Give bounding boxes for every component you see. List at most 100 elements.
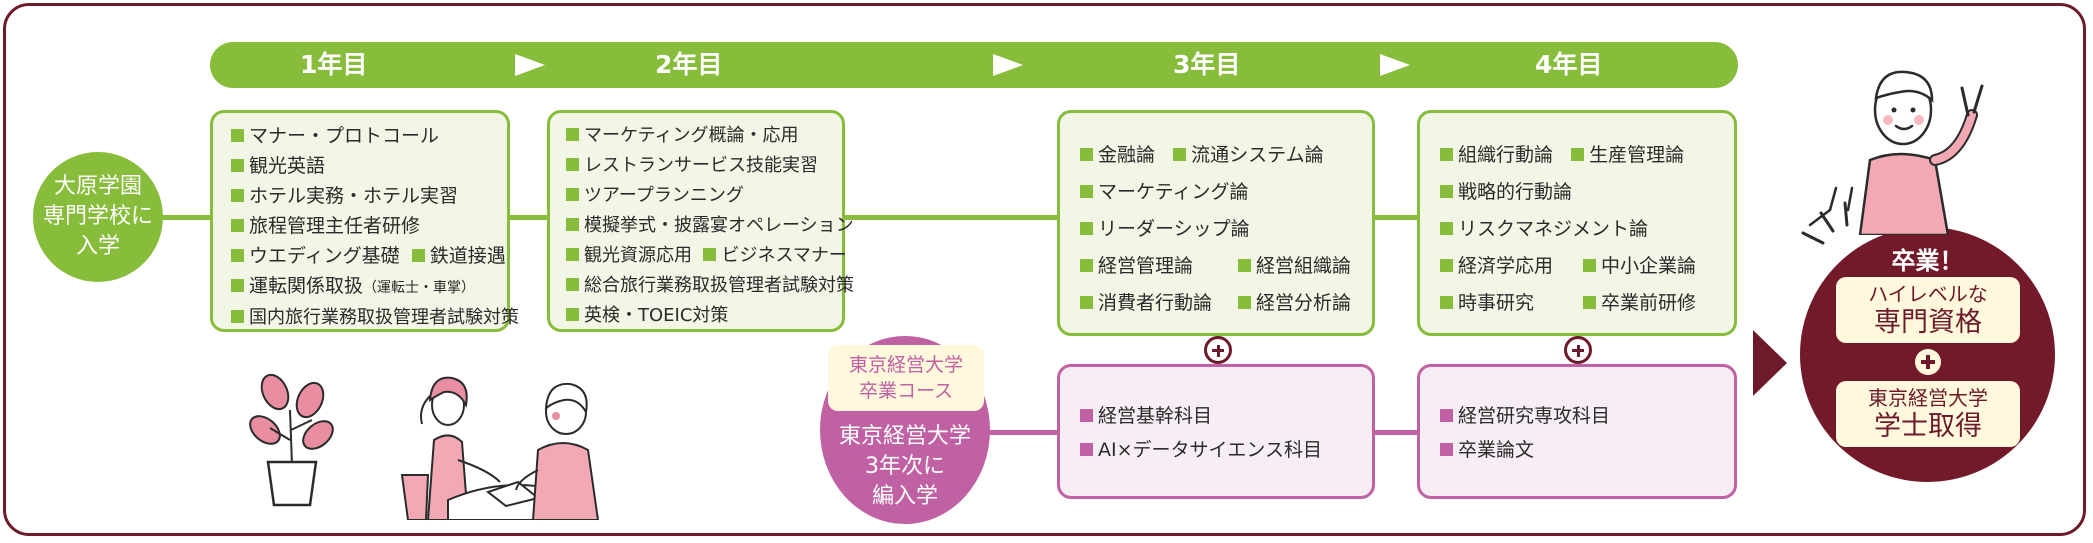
bullet-square-icon	[231, 159, 244, 172]
bullet-square-icon	[1080, 259, 1093, 272]
degree-line-2: 学士取得	[1874, 411, 1982, 442]
bullet-square-icon	[1440, 443, 1453, 456]
list-item: 総合旅行業務取扱管理者試験対策	[566, 271, 854, 301]
bullet-square-icon	[1571, 148, 1585, 161]
arrow-right-icon	[1380, 54, 1410, 76]
students-illustration	[400, 376, 600, 520]
list-item: 時事研究	[1440, 285, 1553, 322]
bullet-square-icon	[231, 219, 244, 232]
list-item: 旅程管理主任者研修	[231, 211, 519, 241]
bullet-square-icon	[1238, 296, 1251, 309]
bullet-square-icon	[231, 279, 244, 292]
list-item: 経済学応用	[1440, 248, 1553, 285]
bullet-square-icon	[1080, 185, 1093, 198]
list-item: 消費者行動論	[1080, 285, 1212, 322]
bullet-square-icon	[231, 310, 244, 323]
graduation-title: 卒業！	[1891, 247, 1964, 275]
bullet-square-icon	[1583, 259, 1596, 272]
list-item: 卒業論文	[1440, 433, 1610, 467]
bullet-square-icon	[566, 308, 579, 321]
transfer-line-3: 編入学	[871, 484, 938, 509]
list-item: リーダーシップ論	[1080, 211, 1324, 248]
bullet-square-icon	[1173, 148, 1187, 161]
bullet-square-icon	[1440, 259, 1453, 272]
bullet-square-icon	[1080, 409, 1093, 422]
list-item: 卒業前研修	[1583, 285, 1696, 322]
list-item: 観光資源応用 ビジネスマナー	[566, 241, 854, 271]
year-4-label: 4年目	[1535, 50, 1603, 79]
degree-line-1: 東京経営大学	[1868, 386, 1988, 410]
list-item: AI×データサイエンス科目	[1080, 433, 1322, 467]
bullet-square-icon	[1080, 148, 1093, 161]
list-item: 模擬挙式・披露宴オペレーション	[566, 211, 854, 241]
list-item: 組織行動論 生産管理論	[1440, 137, 1684, 174]
bullet-square-icon	[566, 218, 579, 231]
plus-icon	[1915, 349, 1941, 375]
list-item: 英検・TOEIC対策	[566, 301, 854, 331]
list-item: ウエディング基礎 鉄道接遇	[231, 241, 519, 271]
transfer-line-2: 3年次に	[865, 454, 945, 479]
year-3-label: 3年目	[1173, 50, 1241, 79]
entry-line-3: 入学	[75, 234, 120, 259]
list-item: 中小企業論	[1583, 248, 1696, 285]
bullet-square-icon	[566, 188, 579, 201]
list-item: リスクマネジメント論	[1440, 211, 1684, 248]
course-badge: 東京経営大学 卒業コース	[828, 345, 984, 411]
year-1-label: 1年目	[300, 50, 368, 79]
arrow-right-icon	[1753, 330, 1787, 396]
bullet-square-icon	[1440, 148, 1453, 161]
list-item: 経営研究専攻科目	[1440, 399, 1610, 433]
course-badge-line-1: 東京経営大学	[848, 354, 963, 376]
qualification-box: ハイレベルな 専門資格	[1836, 277, 2020, 343]
list-item: ツアープランニング	[566, 181, 854, 211]
entry-line-1: 大原学園	[53, 174, 142, 199]
list-item: 戦略的行動論	[1440, 174, 1684, 211]
bullet-square-icon	[231, 129, 244, 142]
list-item: マーケティング概論・応用	[566, 121, 854, 151]
bullet-square-icon	[566, 248, 579, 261]
year-1-subjects-box: マナー・プロトコール 観光英語 ホテル実務・ホテル実習 旅程管理主任者研修 ウエ…	[210, 110, 519, 332]
list-item: 金融論 流通システム論	[1080, 137, 1324, 174]
list-item: 国内旅行業務取扱管理者試験対策	[231, 303, 519, 333]
bullet-square-icon	[231, 249, 244, 262]
flow-line-univ	[1370, 430, 1418, 435]
bullet-square-icon	[1080, 443, 1093, 456]
flow-line-3-4	[1370, 215, 1418, 220]
bullet-square-icon	[1080, 222, 1093, 235]
qualification-line-2: 専門資格	[1874, 307, 1982, 338]
arrow-right-icon	[993, 54, 1023, 76]
bullet-square-icon	[1583, 296, 1596, 309]
graduate-illustration	[1808, 70, 1984, 235]
arrow-right-icon	[515, 54, 545, 76]
list-item: 経営分析論	[1238, 285, 1351, 322]
list-item: 経営基幹科目	[1080, 399, 1322, 433]
degree-box: 東京経営大学 学士取得	[1836, 381, 2020, 447]
sparkle-icon	[1801, 201, 1849, 245]
bullet-square-icon	[1440, 296, 1453, 309]
bullet-square-icon	[1440, 185, 1453, 198]
list-item: 運転関係取扱（運転士・車掌）	[231, 271, 519, 303]
list-item: 経営組織論	[1238, 248, 1351, 285]
bullet-square-icon	[1238, 259, 1251, 272]
plus-icon	[1564, 336, 1592, 364]
diagram-frame	[3, 3, 2086, 536]
year-timeline-bar: 1年目 2年目 3年目 4年目	[210, 42, 1738, 88]
bullet-square-icon	[1440, 222, 1453, 235]
list-item: マナー・プロトコール	[231, 121, 519, 151]
bullet-square-icon	[703, 248, 717, 261]
flow-line-transfer	[985, 430, 1060, 435]
bullet-square-icon	[411, 249, 425, 262]
list-item: ホテル実務・ホテル実習	[231, 181, 519, 211]
list-item: 観光英語	[231, 151, 519, 181]
bullet-square-icon	[566, 158, 579, 171]
plant-illustration	[249, 373, 334, 507]
univ-year-3-subjects-box: 経営基幹科目 AI×データサイエンス科目	[1057, 364, 1375, 499]
year-2-label: 2年目	[655, 50, 723, 79]
bullet-square-icon	[1440, 409, 1453, 422]
transport-note: （運転士・車掌）	[363, 280, 476, 296]
course-badge-line-2: 卒業コース	[858, 380, 954, 402]
univ-year-4-subjects-box: 経営研究専攻科目 卒業論文	[1417, 364, 1737, 499]
plus-icon	[1204, 336, 1232, 364]
year-2-subjects-box: マーケティング概論・応用 レストランサービス技能実習 ツアープランニング 模擬挙…	[547, 110, 854, 332]
entry-line-2: 専門学校に	[42, 204, 153, 229]
